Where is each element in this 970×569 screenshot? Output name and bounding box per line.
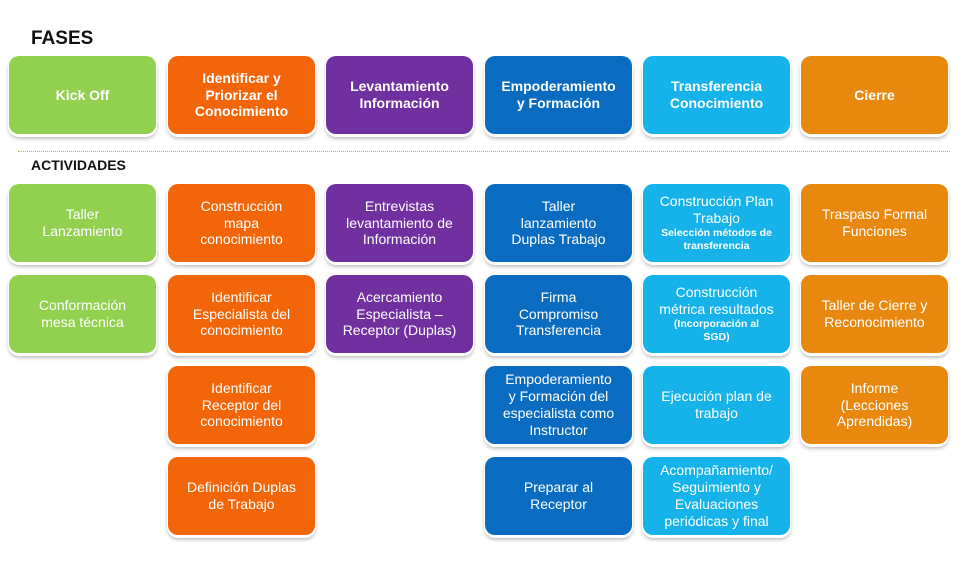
section-divider (18, 151, 950, 152)
activity-label: Identificar Receptor del conocimiento (200, 379, 283, 430)
phase-box: Empoderamiento y Formación (485, 56, 632, 134)
activity-sublabel: Selección métodos de transferencia (661, 226, 772, 252)
activity-box: Construcción métrica resultados(Incorpor… (643, 275, 790, 353)
fases-heading: FASES (31, 28, 94, 49)
activity-box: Traspaso Formal Funciones (801, 184, 948, 262)
activity-label: Acompañamiento/ Seguimiento y Evaluacion… (660, 462, 773, 529)
activity-sublabel: (Incorporación al SGD) (673, 317, 760, 343)
activity-label: Construcción Plan Trabajo (659, 193, 774, 226)
activity-box: Firma Compromiso Transferencia (485, 275, 632, 353)
activity-label: Ejecución plan de trabajo (661, 388, 772, 421)
activity-label: Acercamiento Especialista – Receptor (Du… (342, 288, 457, 339)
activity-box: Taller Lanzamiento (9, 184, 156, 262)
activity-box: Construcción mapa conocimiento (168, 184, 315, 262)
activity-box: Informe (Lecciones Aprendidas) (801, 366, 948, 444)
activity-box: Identificar Receptor del conocimiento (168, 366, 315, 444)
activity-box: Taller lanzamiento Duplas Trabajo (485, 184, 632, 262)
phase-box: Identificar y Priorizar el Conocimiento (168, 56, 315, 134)
activity-label: Definición Duplas de Trabajo (187, 479, 296, 512)
phase-box: Cierre (801, 56, 948, 134)
activity-label: Conformación mesa técnica (38, 297, 127, 330)
activity-label: Taller lanzamiento Duplas Trabajo (511, 197, 606, 248)
activity-box: Preparar al Receptor (485, 457, 632, 535)
activity-label: Construcción métrica resultados (659, 284, 774, 317)
activity-label: Entrevistas levantamiento de Información (346, 197, 453, 248)
activity-label: Preparar al Receptor (523, 479, 594, 512)
activity-label: Identificar Especialista del conocimient… (192, 288, 291, 339)
activity-box: Ejecución plan de trabajo (643, 366, 790, 444)
activity-box: Acercamiento Especialista – Receptor (Du… (326, 275, 473, 353)
actividades-heading: ACTIVIDADES (31, 157, 126, 173)
activity-box: Taller de Cierre y Reconocimiento (801, 275, 948, 353)
activity-label: Informe (Lecciones Aprendidas) (836, 379, 913, 430)
activity-box: Empoderamiento y Formación del especiali… (485, 366, 632, 444)
activity-label: Taller de Cierre y Reconocimiento (821, 297, 928, 330)
activity-box: Identificar Especialista del conocimient… (168, 275, 315, 353)
activity-box: Conformación mesa técnica (9, 275, 156, 353)
activity-label: Empoderamiento y Formación del especiali… (502, 371, 615, 438)
activity-box: Definición Duplas de Trabajo (168, 457, 315, 535)
activity-box: Entrevistas levantamiento de Información (326, 184, 473, 262)
phase-box: Levantamiento Información (326, 56, 473, 134)
activity-label: Taller Lanzamiento (42, 206, 123, 239)
activity-box: Acompañamiento/ Seguimiento y Evaluacion… (643, 457, 790, 535)
activity-label: Traspaso Formal Funciones (821, 206, 928, 239)
activity-label: Construcción mapa conocimiento (200, 197, 283, 248)
phase-box: Kick Off (9, 56, 156, 134)
activity-label: Firma Compromiso Transferencia (515, 288, 602, 339)
phase-box: Transferencia Conocimiento (643, 56, 790, 134)
